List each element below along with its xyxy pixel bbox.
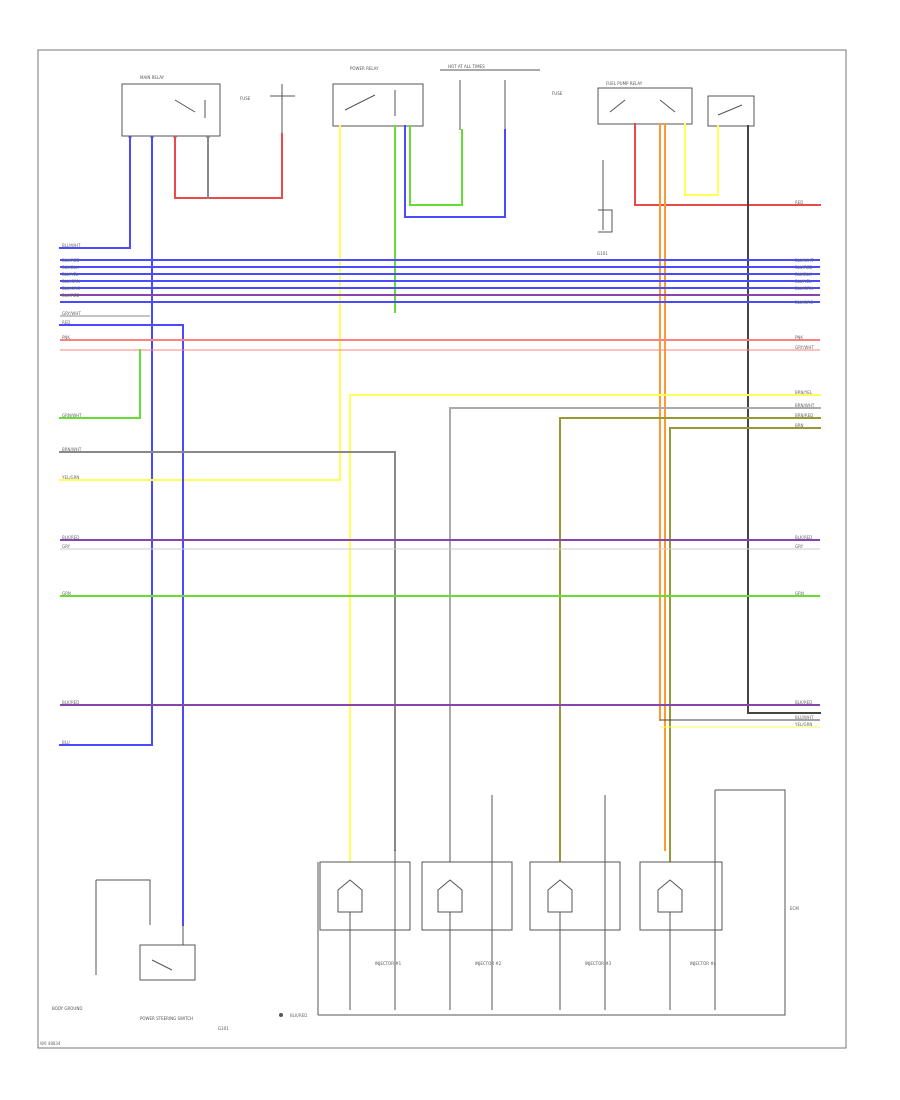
svg-text:HOT AT ALL TIMES: HOT AT ALL TIMES <box>448 64 485 69</box>
ecm: ECM <box>790 906 799 911</box>
svg-text:GRY/WHT: GRY/WHT <box>795 345 814 350</box>
injector-1: INJECTOR #1 <box>319 850 411 1010</box>
svg-text:FUEL PUMP RELAY: FUEL PUMP RELAY <box>606 81 643 86</box>
svg-text:BLU/GRN: BLU/GRN <box>62 279 80 284</box>
svg-text:RED: RED <box>795 200 803 205</box>
injector-4: INJECTOR #4 <box>639 790 723 1010</box>
svg-text:G101: G101 <box>218 1026 229 1031</box>
svg-text:INJECTOR #4: INJECTOR #4 <box>690 961 717 966</box>
power-steering-switch: POWER STEERING SWITCH <box>139 925 196 1021</box>
svg-text:BRN: BRN <box>795 423 804 428</box>
svg-text:BLU/ORG: BLU/ORG <box>62 286 80 291</box>
svg-text:GRY: GRY <box>795 544 804 549</box>
svg-text:BLK/RED: BLK/RED <box>290 1013 307 1018</box>
eyelet: G101 <box>597 160 613 256</box>
fuse-block-1: FUSE <box>240 84 295 134</box>
svg-text:GRN/WHT: GRN/WHT <box>62 413 82 418</box>
top-wiring <box>59 123 821 851</box>
svg-text:BLU/YEL: BLU/YEL <box>795 279 812 284</box>
svg-text:INJECTOR #1: INJECTOR #1 <box>375 961 402 966</box>
wire-labels-right: RED BLU/WHT BLU/RED BLU/BLK BLU/YEL BLU/… <box>794 200 815 727</box>
svg-text:FUSE: FUSE <box>240 96 251 101</box>
svg-text:MAIN RELAY: MAIN RELAY <box>140 75 165 80</box>
svg-text:POWER RELAY: POWER RELAY <box>350 66 379 71</box>
ground-bottom: G101 BLK/RED <box>218 1013 307 1031</box>
fuse-10a: HOT AT ALL TIMES <box>440 64 540 130</box>
svg-text:INJECTOR #2: INJECTOR #2 <box>475 961 502 966</box>
svg-text:BLU/WHT: BLU/WHT <box>795 258 814 263</box>
injector-2: INJECTOR #2 <box>421 795 513 1010</box>
svg-text:BRN/RED: BRN/RED <box>795 413 813 418</box>
svg-text:PNK: PNK <box>62 335 70 340</box>
svg-text:BLU/RED: BLU/RED <box>62 293 79 298</box>
svg-text:BLU/BLK: BLU/BLK <box>62 265 79 270</box>
svg-text:BLK/RED: BLK/RED <box>795 700 812 705</box>
svg-text:BLU/RED: BLU/RED <box>795 265 812 270</box>
svg-text:BLU/YEL: BLU/YEL <box>62 272 79 277</box>
svg-text:BRN/YEL: BRN/YEL <box>795 390 813 395</box>
svg-text:BODY GROUND: BODY GROUND <box>52 1006 82 1011</box>
svg-text:BLU/WHT: BLU/WHT <box>795 715 814 720</box>
svg-text:BRN/WHT: BRN/WHT <box>795 403 815 408</box>
svg-text:BRN/WHT: BRN/WHT <box>62 447 82 452</box>
svg-text:POWER STEERING SWITCH: POWER STEERING SWITCH <box>140 1016 193 1021</box>
wire-labels-left: BLU/WHT BLU/RED BLU/BLK BLU/YEL BLU/GRN … <box>61 243 82 745</box>
injector-row: INJECTOR #1 INJECTOR #2 INJECTOR #3 INJE… <box>317 789 799 1016</box>
svg-text:GRN: GRN <box>795 591 804 596</box>
svg-text:G101: G101 <box>597 251 608 256</box>
svg-text:GRY/WHT: GRY/WHT <box>62 311 81 316</box>
fuse-panel: FUSE <box>552 91 563 96</box>
svg-text:BLK/RED: BLK/RED <box>62 700 79 705</box>
injector-3: INJECTOR #3 <box>529 795 621 1010</box>
svg-text:BLK/RED: BLK/RED <box>62 535 79 540</box>
svg-text:PNK: PNK <box>795 335 803 340</box>
svg-text:ECM: ECM <box>790 906 799 911</box>
svg-text:FUSE: FUSE <box>552 91 563 96</box>
diagram-frame <box>37 49 847 1049</box>
svg-text:BLU/ORG: BLU/ORG <box>795 300 813 305</box>
svg-text:INJECTOR #3: INJECTOR #3 <box>585 961 612 966</box>
svg-text:BLU: BLU <box>62 740 70 745</box>
svg-text:BLU/WHT: BLU/WHT <box>62 243 81 248</box>
svg-text:GRN: GRN <box>62 591 71 596</box>
svg-text:YEL/GRN: YEL/GRN <box>794 722 812 727</box>
power-relay: POWER RELAY <box>332 66 424 127</box>
svg-text:BLU/BLK: BLU/BLK <box>795 272 812 277</box>
svg-text:RED: RED <box>62 320 70 325</box>
fuel-pump-relay: FUEL PUMP RELAY <box>597 81 755 127</box>
svg-text:BLU/GRN: BLU/GRN <box>795 286 813 291</box>
ground-note: BODY GROUND <box>52 879 151 1011</box>
svg-text:YEL/GRN: YEL/GRN <box>61 475 79 480</box>
svg-text:GRY: GRY <box>62 544 71 549</box>
main-relay: MAIN RELAY <box>121 75 221 139</box>
horizontal-bus <box>59 259 821 926</box>
svg-text:BLU/RED: BLU/RED <box>62 258 79 263</box>
svg-text:BLK/RED: BLK/RED <box>795 535 812 540</box>
footer-code: W0 48834 <box>40 1041 61 1046</box>
